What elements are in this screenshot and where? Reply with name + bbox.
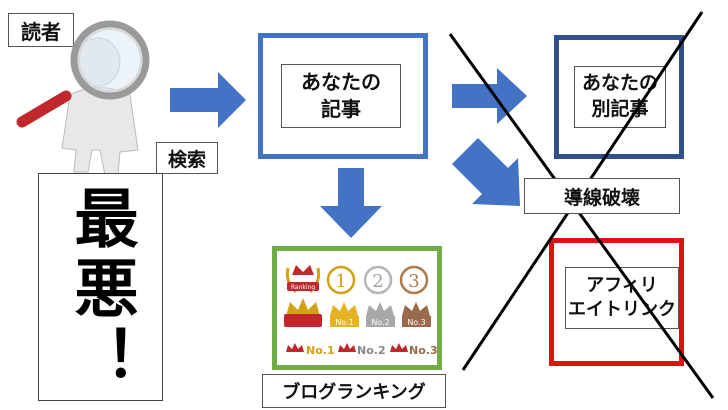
worst-text: 最悪！ (63, 185, 139, 395)
your-article-label: あなたの 記事 (281, 64, 401, 128)
svg-text:2: 2 (372, 271, 383, 292)
svg-text:1: 1 (335, 271, 346, 292)
affiliate-box (549, 238, 684, 366)
crown-no3-icon: No.3 (402, 302, 431, 327)
worst-box (38, 173, 163, 401)
affiliate-label: アフィリ エイトリンク (565, 267, 679, 329)
arrow-to-affiliate (452, 138, 520, 206)
blog-ranking-label: ブログランキング (262, 374, 446, 408)
other-article-box (554, 35, 684, 159)
small-crown-no3-icon: No.3 (390, 343, 438, 357)
magnifier-handle (16, 90, 72, 128)
search-label: 検索 (156, 142, 218, 174)
your-article-box (258, 33, 428, 159)
cross-line-1 (448, 33, 715, 399)
svg-text:No.2: No.2 (357, 344, 386, 357)
crown-no1-icon: No.1 (330, 302, 359, 327)
magnifier-lens (70, 20, 150, 100)
svg-text:No.3: No.3 (409, 344, 438, 357)
medal-2-icon: 2 (363, 265, 393, 295)
arrow-to-article (170, 72, 246, 128)
ranking-laurel-text: Ranking (291, 284, 315, 291)
svg-text:No.2: No.2 (371, 318, 389, 327)
reader-label: 読者 (8, 13, 74, 47)
medal-3-icon: 3 (399, 265, 429, 295)
svg-text:No.1: No.1 (306, 344, 335, 357)
ranking-crown-red-icon (284, 298, 322, 327)
svg-text:3: 3 (408, 271, 419, 292)
ranking-laurel-badge: Ranking (285, 265, 321, 294)
arrow-to-ranking (320, 168, 382, 238)
other-article-label: あなたの 別記事 (574, 66, 666, 128)
crown-no2-icon: No.2 (366, 302, 395, 327)
medal-1-icon: 1 (326, 265, 356, 295)
broken-flow-label: 導線破壊 (524, 178, 680, 214)
small-crown-no2-icon: No.2 (338, 343, 386, 357)
small-crown-no1-icon: No.1 (286, 343, 335, 357)
svg-text:No.3: No.3 (407, 318, 425, 327)
svg-text:No.1: No.1 (335, 318, 353, 327)
arrow-to-other-article (452, 68, 527, 124)
